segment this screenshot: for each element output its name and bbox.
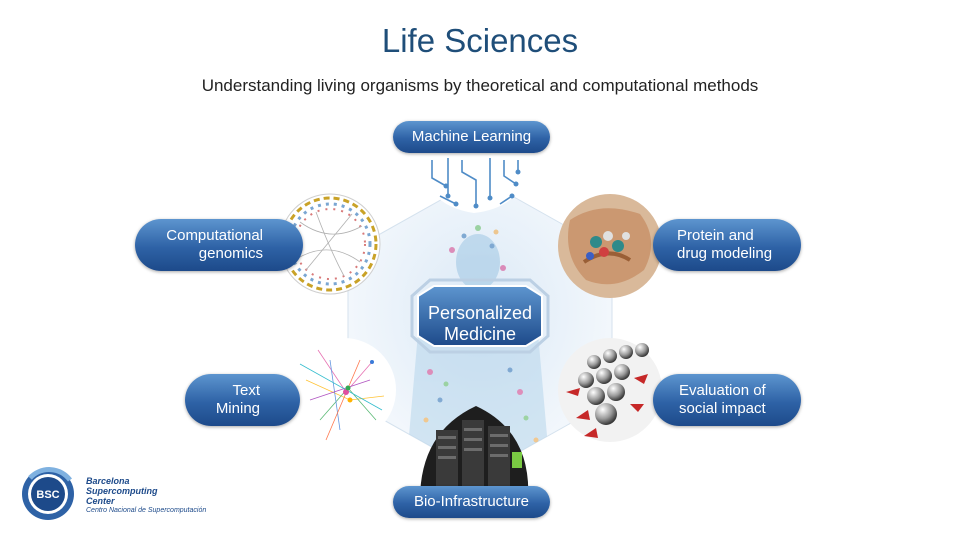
- center-topic-personalized-medicine: Personalized Medicine: [400, 296, 560, 352]
- bsc-logo-text: Barcelona Supercomputing Center Centro N…: [86, 476, 206, 516]
- center-topic-line1: Personalized: [427, 303, 533, 323]
- page-subtitle: Understanding living organisms by theore…: [201, 76, 759, 95]
- bio-infrastructure-image: [420, 406, 529, 500]
- topic-bio-infrastructure: Bio-Infrastructure: [393, 486, 550, 518]
- topic-machine-learning-label: Machine Learning: [411, 128, 532, 145]
- topic-machine-learning: Machine Learning: [393, 121, 550, 153]
- page-title: Life Sciences: [381, 22, 579, 59]
- logo-line4: Centro Nacional de Supercomputación: [86, 507, 207, 514]
- text-mining-network-image: [292, 338, 396, 442]
- topic-social-impact-line2: social impact: [679, 400, 766, 417]
- topic-computational-genomics: Computational genomics: [135, 219, 303, 271]
- machine-learning-image: [420, 150, 529, 213]
- topic-computational-genomics-line2: genomics: [198, 245, 263, 262]
- bsc-logo-mark: BSC: [22, 467, 74, 520]
- center-hexagon: [410, 278, 550, 354]
- topic-protein-drug-line1: Protein and: [677, 227, 754, 244]
- topic-protein-drug-modeling: Protein and drug modeling: [653, 219, 801, 271]
- topic-social-impact-line1: Evaluation of: [679, 382, 766, 399]
- social-impact-image: [558, 338, 662, 442]
- topic-text-mining-line2: Mining: [215, 400, 260, 417]
- topic-bio-infrastructure-label: Bio-Infrastructure: [413, 493, 530, 510]
- logo-line1: Barcelona: [86, 476, 130, 486]
- topic-text-mining-line1: Text: [232, 382, 260, 399]
- logo-line3: Center: [86, 496, 115, 506]
- topic-computational-genomics-line1: Computational: [166, 227, 263, 244]
- topic-social-impact: Evaluation of social impact: [653, 374, 801, 426]
- center-topic-line2: Medicine: [443, 324, 517, 344]
- protein-drug-image: [558, 194, 662, 298]
- topic-text-mining: Text Mining: [185, 374, 300, 426]
- bsc-logo-initials: BSC: [36, 489, 59, 501]
- genomics-circos-image: [279, 193, 381, 295]
- topic-protein-drug-line2: drug modeling: [677, 245, 773, 262]
- logo-line2: Supercomputing: [86, 486, 158, 496]
